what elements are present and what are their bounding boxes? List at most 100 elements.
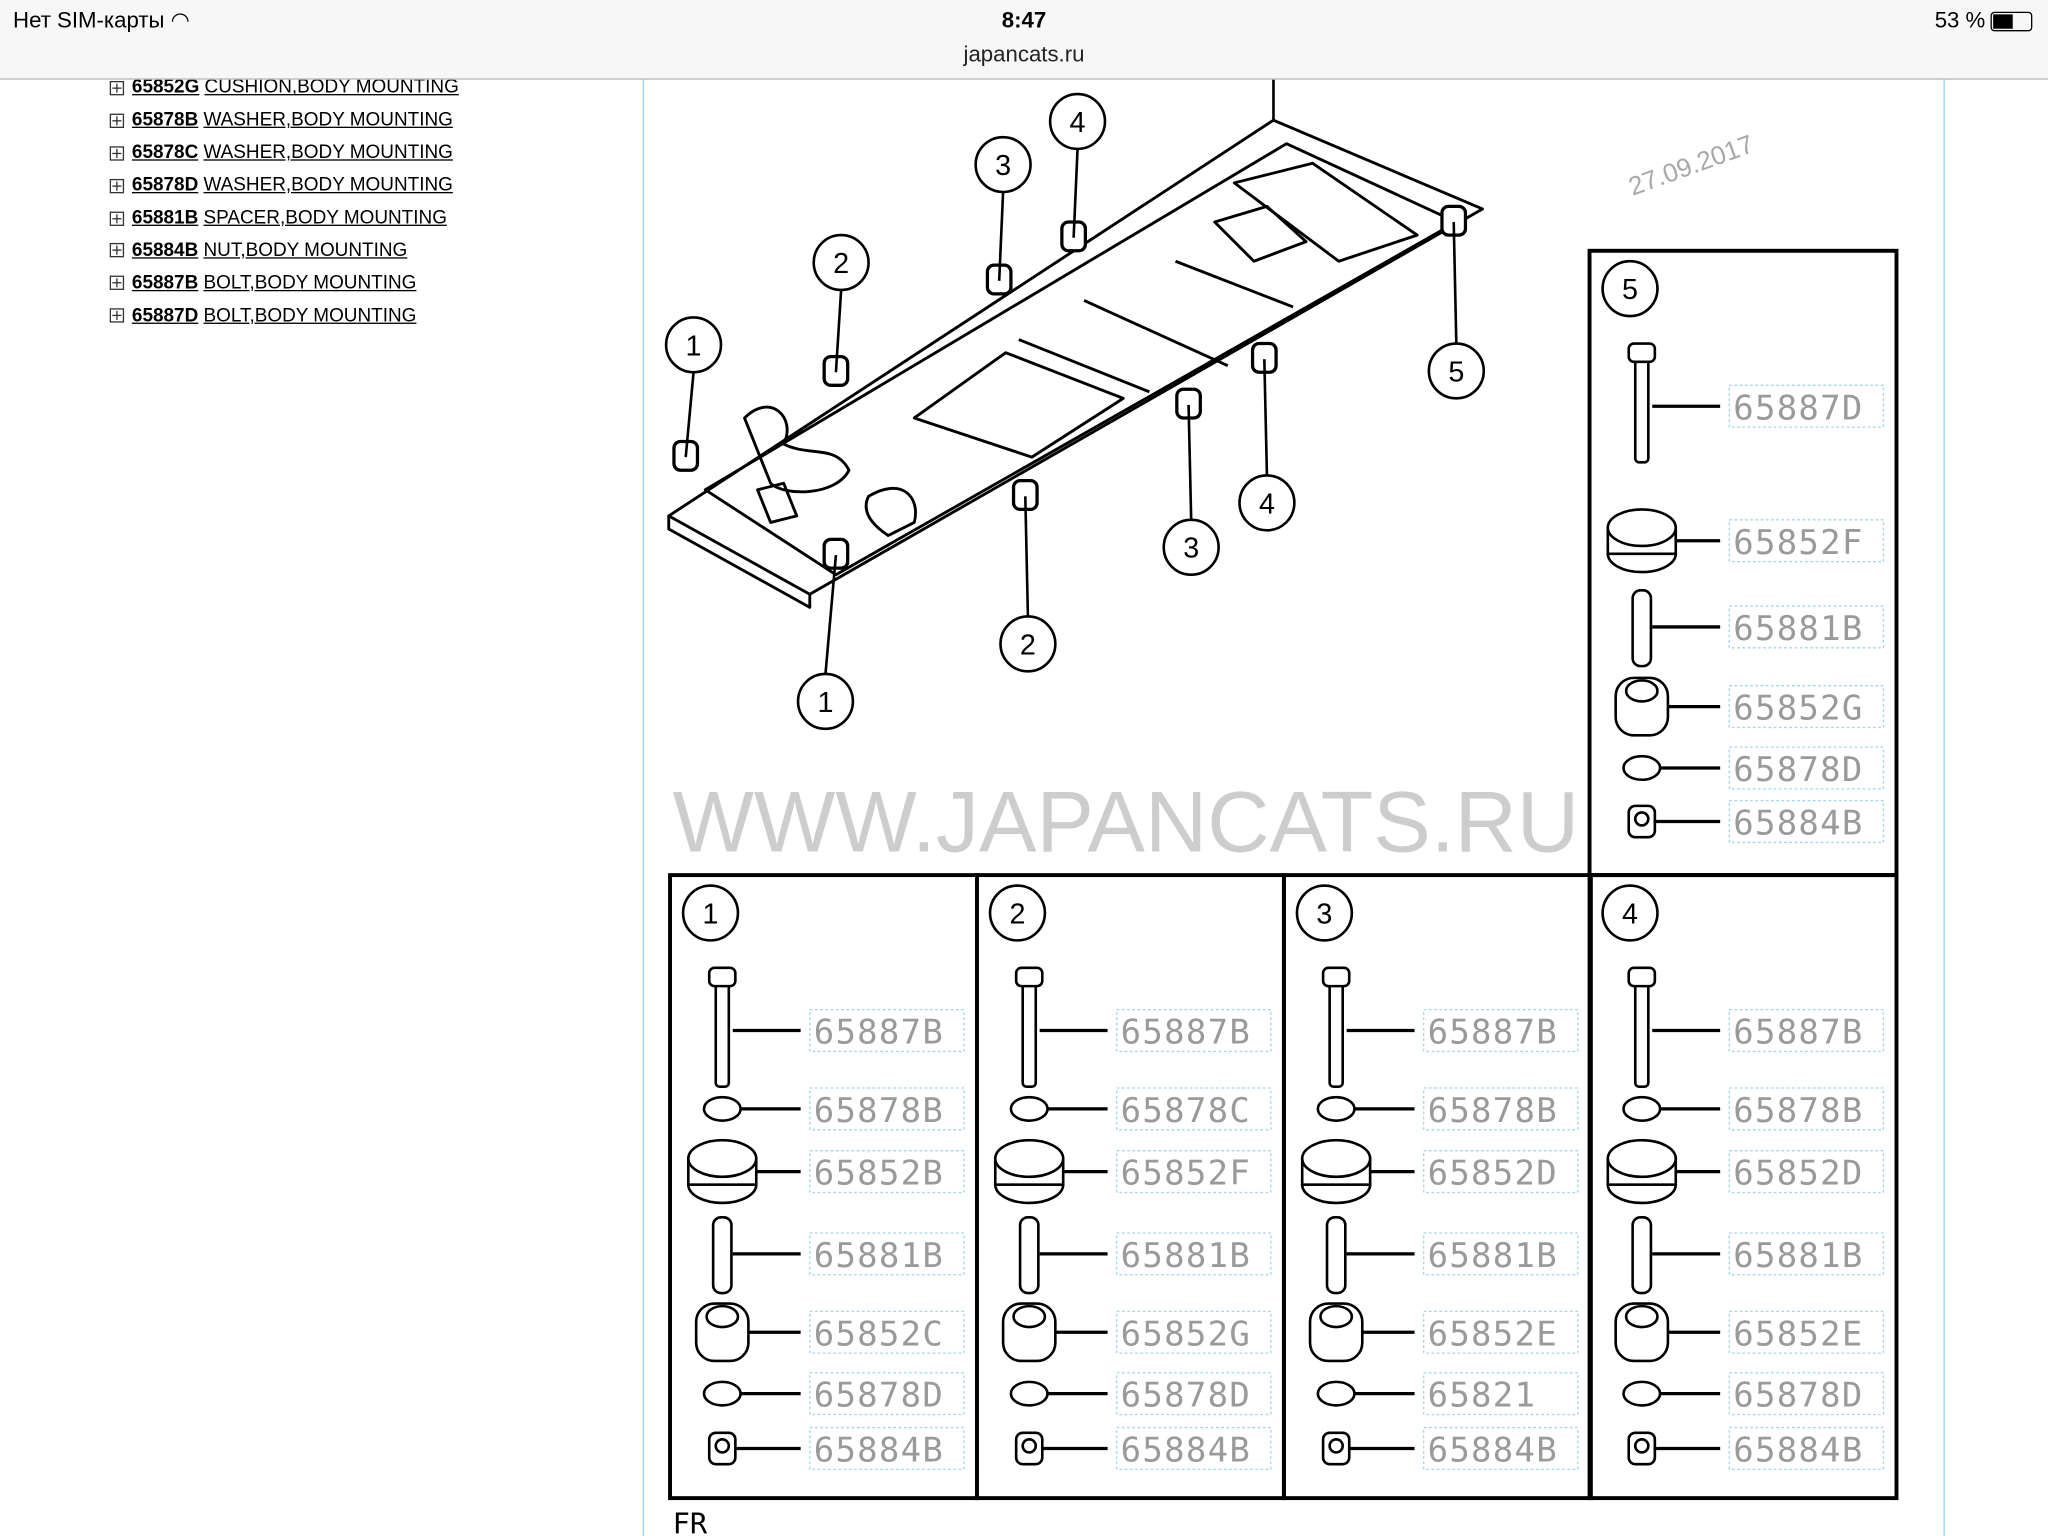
part-number-label[interactable]: 65852D	[1428, 1154, 1558, 1194]
part-callout[interactable]: 65887B	[707, 966, 965, 1088]
part-code: 65878B	[131, 110, 199, 132]
part-number-label[interactable]: 65881B	[1733, 1236, 1863, 1276]
part-number-label[interactable]: 65852E	[1733, 1314, 1863, 1354]
part-callout[interactable]: 65878B	[1622, 1087, 1885, 1131]
part-number-label[interactable]: 65884B	[1733, 1431, 1863, 1471]
address-bar[interactable]: japancats.ru	[963, 41, 1085, 67]
callout-number: 4	[1259, 488, 1275, 520]
part-callout[interactable]: 65852C	[694, 1302, 965, 1363]
part-name: BOLT,BODY MOUNTING	[203, 272, 417, 294]
part-label-box	[809, 1372, 965, 1416]
part-number-label[interactable]: 65878D	[814, 1376, 944, 1416]
part-number-label[interactable]: 65887B	[1733, 1013, 1863, 1053]
part-number-label[interactable]: 65878B	[814, 1091, 944, 1131]
part-number-label[interactable]: 65887D	[1733, 388, 1863, 428]
part-callout[interactable]: 65852E	[1308, 1302, 1579, 1363]
part-callout[interactable]: 65884B	[707, 1426, 965, 1471]
part-number-label[interactable]: 65852E	[1428, 1314, 1558, 1354]
part-callout[interactable]: 65881B	[1018, 1215, 1272, 1295]
panel-callout-circle	[988, 884, 1047, 942]
part-callout[interactable]: 65852B	[687, 1138, 965, 1205]
part-callout[interactable]: 65881B	[711, 1215, 965, 1295]
expand-icon[interactable]	[109, 210, 125, 226]
expand-icon[interactable]	[109, 178, 125, 193]
part-callout[interactable]: 65852D	[1606, 1138, 1885, 1205]
part-number-label[interactable]: 65887B	[1428, 1013, 1558, 1053]
panel-callout-circle	[1601, 884, 1659, 942]
callout-number: 5	[1448, 356, 1464, 388]
diagram-date: 27.09.2017	[1624, 129, 1757, 202]
part-callout[interactable]: 65852D	[1300, 1138, 1579, 1205]
part-number-label[interactable]: 65881B	[814, 1236, 944, 1276]
part-callout[interactable]: 65878D	[1622, 1372, 1885, 1416]
part-callout[interactable]: 65884B	[1627, 1426, 1885, 1471]
part-callout[interactable]: 65884B	[1321, 1426, 1579, 1471]
part-number-label[interactable]: 65852F	[1121, 1154, 1251, 1194]
part-callout[interactable]: 65878C	[1009, 1087, 1272, 1131]
part-name: NUT,BODY MOUNTING	[203, 240, 408, 262]
part-callout[interactable]: 65878D	[702, 1372, 965, 1416]
part-number-label[interactable]: 65821	[1428, 1376, 1537, 1416]
expand-icon[interactable]	[109, 243, 125, 258]
expand-icon[interactable]	[109, 145, 125, 161]
part-number-label[interactable]: 65878D	[1733, 750, 1863, 790]
expand-icon[interactable]	[109, 275, 125, 291]
part-callout[interactable]: 65878D	[1009, 1372, 1272, 1416]
part-number-label[interactable]: 65852D	[1733, 1154, 1863, 1194]
part-callout[interactable]: 65884B	[1014, 1426, 1272, 1471]
part-label-box	[1116, 1008, 1272, 1053]
part-number-label[interactable]: 65881B	[1121, 1236, 1251, 1276]
part-number-label[interactable]: 65884B	[1428, 1431, 1558, 1471]
expand-icon[interactable]	[109, 80, 125, 96]
part-number-label[interactable]: 65878B	[1428, 1091, 1558, 1131]
part-number-label[interactable]: 65852C	[814, 1314, 944, 1354]
part-callout[interactable]: 65852F	[993, 1138, 1272, 1205]
part-number-label[interactable]: 65881B	[1428, 1236, 1558, 1276]
part-callout[interactable]: 65887B	[1627, 966, 1885, 1088]
callout-number: 2	[1020, 629, 1036, 661]
part-number-label[interactable]: 65887B	[1121, 1013, 1251, 1053]
part-callout[interactable]: 65881B	[1631, 589, 1885, 668]
part-callout[interactable]: 65881B	[1325, 1215, 1579, 1295]
part-callout[interactable]: 65887D	[1627, 342, 1885, 464]
part-number-label[interactable]: 65878B	[1733, 1091, 1863, 1131]
part-callout[interactable]: 65878B	[702, 1087, 965, 1131]
expand-icon[interactable]	[109, 113, 125, 128]
part-number-label[interactable]: 65878D	[1733, 1376, 1863, 1416]
part-number-label[interactable]: 65884B	[1733, 804, 1863, 844]
part-number-label[interactable]: 65852G	[1733, 689, 1863, 729]
part-number-label[interactable]: 65852B	[814, 1154, 944, 1194]
part-callout[interactable]: 65878B	[1316, 1087, 1579, 1131]
part-number-label[interactable]: 65881B	[1733, 609, 1863, 649]
part-callout[interactable]: 65887B	[1321, 966, 1579, 1088]
part-label-box	[1728, 1232, 1885, 1276]
part-number-label[interactable]: 65887B	[814, 1013, 944, 1053]
frame-callout: 2	[999, 496, 1057, 673]
expand-icon[interactable]	[109, 308, 125, 323]
part-callout[interactable]: 65821	[1316, 1372, 1579, 1416]
part-callout[interactable]: 65881B	[1631, 1215, 1885, 1295]
part-number-label[interactable]: 65852F	[1733, 523, 1863, 563]
part-callout[interactable]: 65878D	[1622, 746, 1885, 790]
part-number-label[interactable]: 65884B	[1121, 1431, 1251, 1471]
part-callout[interactable]: 65852F	[1606, 508, 1885, 574]
part-callout[interactable]: 65852E	[1614, 1302, 1885, 1363]
part-callout[interactable]: 65852G	[1614, 676, 1885, 737]
part-number-label[interactable]: 65878C	[1121, 1091, 1251, 1131]
part-number-label[interactable]: 65878D	[1121, 1376, 1251, 1416]
part-callout[interactable]: 65884B	[1627, 799, 1885, 844]
part-number-label[interactable]: 65852G	[1121, 1314, 1251, 1354]
part-number-label[interactable]: 65884B	[814, 1431, 944, 1471]
part-callout[interactable]: 65887B	[1014, 966, 1272, 1088]
part-callout[interactable]: 65852G	[1001, 1302, 1272, 1363]
